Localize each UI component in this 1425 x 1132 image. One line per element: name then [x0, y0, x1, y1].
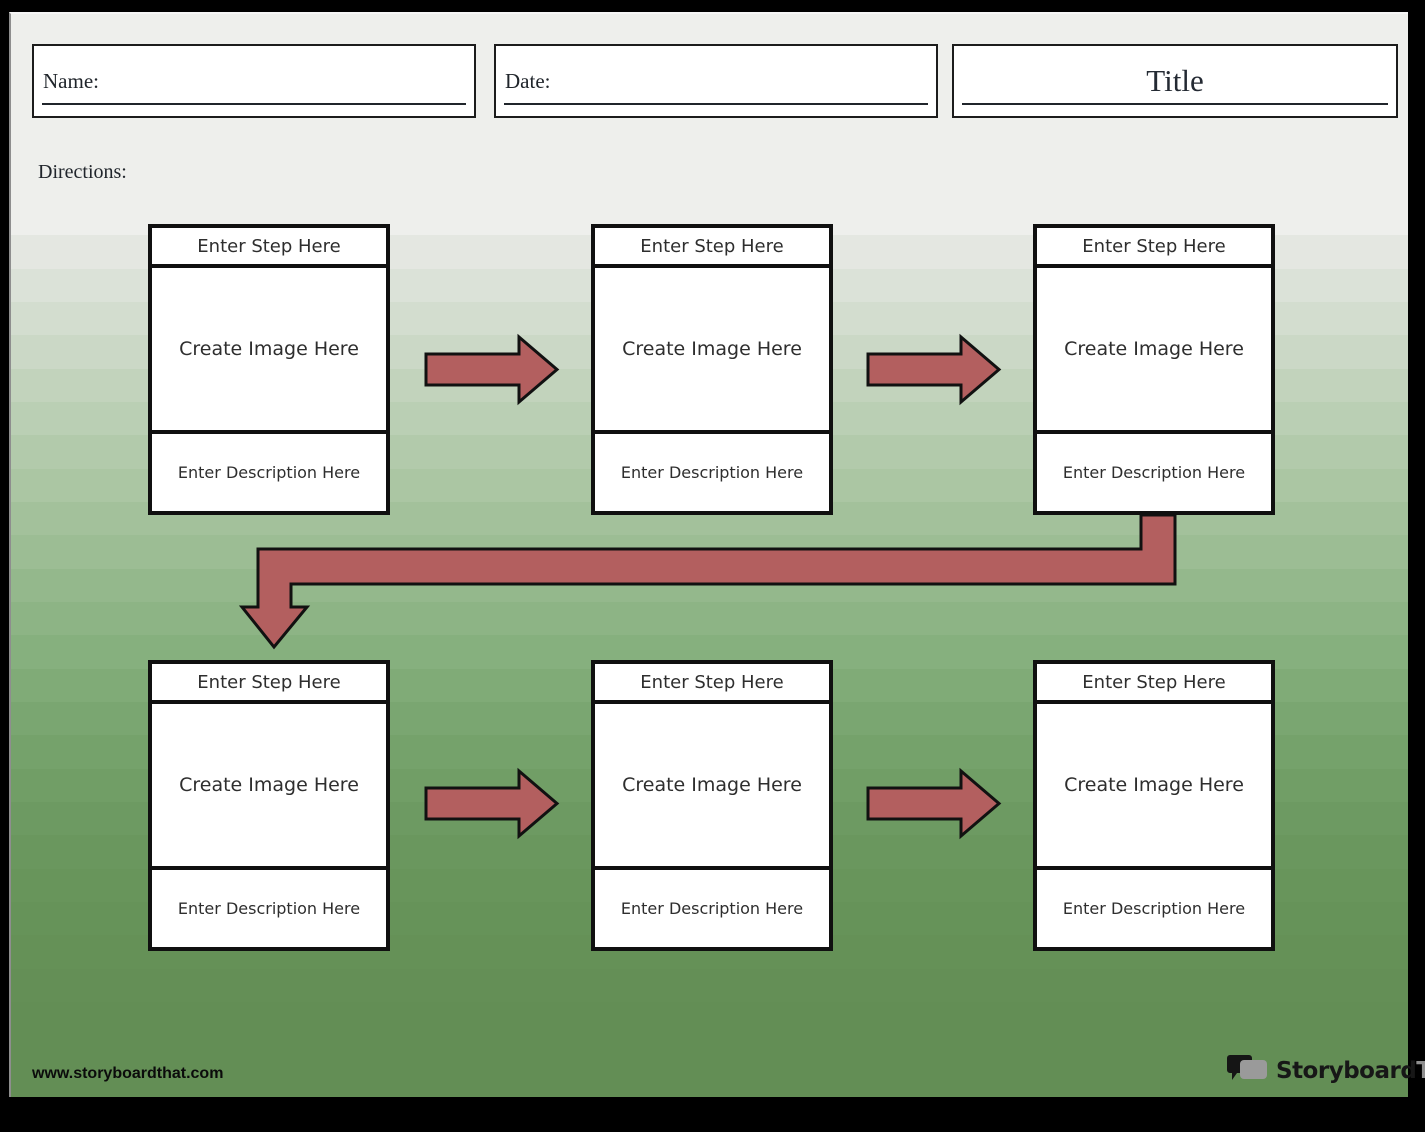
step-title-cell[interactable]: Enter Step Here [1037, 664, 1271, 704]
step-card-5: Enter Step Here Create Image Here Enter … [591, 660, 833, 951]
name-label: Name: [43, 69, 99, 93]
title-field[interactable]: Title [952, 44, 1398, 118]
name-underline [42, 103, 466, 105]
step-card-4: Enter Step Here Create Image Here Enter … [148, 660, 390, 951]
step-description-cell[interactable]: Enter Description Here [177, 463, 361, 482]
step-title-cell[interactable]: Enter Step Here [152, 228, 386, 268]
date-label: Date: [505, 69, 551, 93]
step-description-cell[interactable]: Enter Description Here [177, 899, 361, 918]
step-image-cell[interactable]: Create Image Here [595, 268, 829, 434]
logo-text-secondary: That [1416, 1058, 1425, 1084]
step-description-cell[interactable]: Enter Description Here [620, 463, 804, 482]
return-arrow-icon [238, 513, 1177, 650]
step-description-cell[interactable]: Enter Description Here [620, 899, 804, 918]
right-arrow-icon [424, 767, 560, 840]
step-image-cell[interactable]: Create Image Here [1037, 704, 1271, 870]
step-image-cell[interactable]: Create Image Here [1037, 268, 1271, 434]
step-card-3: Enter Step Here Create Image Here Enter … [1033, 224, 1275, 515]
step-image-cell[interactable]: Create Image Here [595, 704, 829, 870]
date-underline [504, 103, 928, 105]
step-card-6: Enter Step Here Create Image Here Enter … [1033, 660, 1275, 951]
right-arrow-icon [866, 767, 1002, 840]
logo-text-primary: Storyboard [1276, 1058, 1417, 1084]
step-title-cell[interactable]: Enter Step Here [595, 664, 829, 704]
step-image-cell[interactable]: Create Image Here [152, 268, 386, 434]
storyboardthat-logo: StoryboardThat [1227, 1053, 1425, 1089]
step-description-cell[interactable]: Enter Description Here [1062, 463, 1246, 482]
right-arrow-icon [424, 333, 560, 406]
title-underline [962, 103, 1388, 105]
right-arrow-icon [866, 333, 1002, 406]
step-description-cell[interactable]: Enter Description Here [1062, 899, 1246, 918]
step-card-2: Enter Step Here Create Image Here Enter … [591, 224, 833, 515]
step-image-cell[interactable]: Create Image Here [152, 704, 386, 870]
worksheet-page: Name: Date: Title Directions: Enter Step… [9, 12, 1425, 1097]
step-title-cell[interactable]: Enter Step Here [595, 228, 829, 268]
directions-label: Directions: [38, 161, 127, 183]
step-card-1: Enter Step Here Create Image Here Enter … [148, 224, 390, 515]
name-field[interactable]: Name: [32, 44, 476, 118]
speech-bubbles-icon [1227, 1055, 1267, 1080]
date-field[interactable]: Date: [494, 44, 938, 118]
step-title-cell[interactable]: Enter Step Here [1037, 228, 1271, 268]
step-title-cell[interactable]: Enter Step Here [152, 664, 386, 704]
website-url: www.storyboardthat.com [32, 1065, 224, 1082]
page-title: Title [1146, 63, 1204, 98]
